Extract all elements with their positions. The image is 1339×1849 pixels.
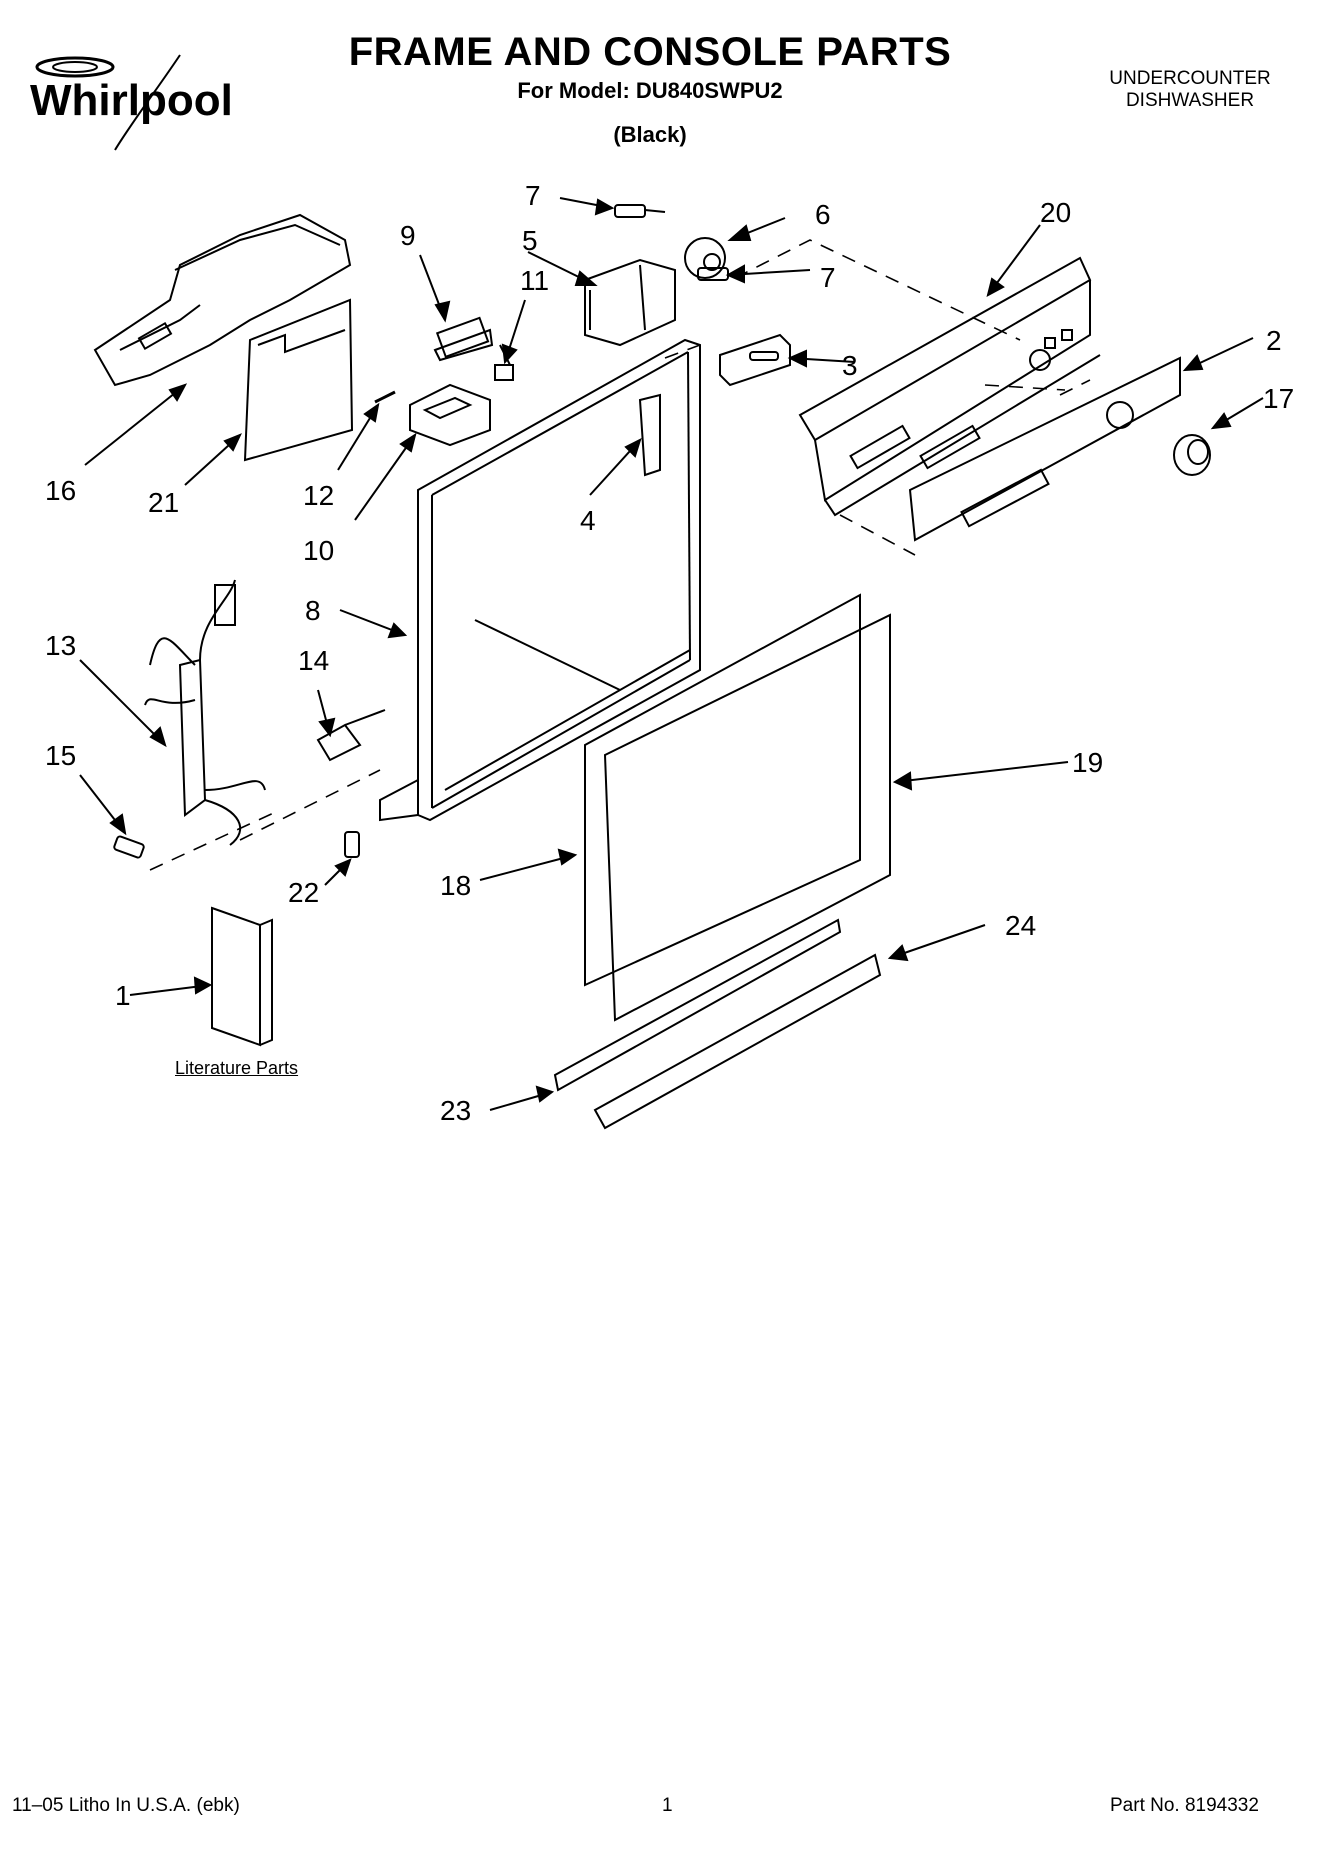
part-17-knob	[1173, 434, 1211, 476]
part-16-console-housing	[93, 213, 352, 387]
callout-22: 22	[288, 877, 319, 908]
callout-labels: 1 2 3 4 5 6 7 7 8 9 10 11 12 13 14 15 16…	[45, 180, 1294, 1126]
callout-18: 18	[440, 870, 471, 901]
part-5-control-module	[584, 258, 676, 347]
callout-24: 24	[1005, 910, 1036, 941]
appliance-line-1: UNDERCOUNTER	[1109, 68, 1271, 89]
part-21-panel	[243, 298, 354, 462]
part-9-switch	[433, 316, 494, 362]
callout-3: 3	[842, 350, 858, 381]
part-13-wire-harness	[144, 579, 266, 846]
callout-5: 5	[522, 225, 538, 256]
callout-4: 4	[580, 505, 596, 536]
part-14-connector	[316, 709, 386, 762]
callout-13: 13	[45, 630, 76, 661]
callout-23: 23	[440, 1095, 471, 1126]
part-8-door-frame	[379, 338, 701, 822]
callout-14: 14	[298, 645, 329, 676]
part-1-literature	[211, 906, 273, 1047]
part-23-trim	[553, 918, 842, 1092]
callout-7-top: 7	[525, 180, 541, 211]
footer-part-number: Part No. 8194332	[1110, 1795, 1259, 1816]
callout-11: 11	[520, 265, 549, 296]
variant-label: (Black)	[613, 122, 687, 147]
callout-17: 17	[1263, 383, 1294, 414]
callout-15: 15	[45, 740, 76, 771]
brand-logo-graphic: Whirlpool	[30, 54, 233, 151]
callout-12: 12	[303, 480, 334, 511]
model-line: For Model: DU840SWPU2	[517, 78, 783, 103]
page-title: FRAME AND CONSOLE PARTS	[348, 30, 952, 74]
callout-2: 2	[1266, 325, 1282, 356]
footer-litho: 11–05 Litho In U.S.A. (ebk)	[12, 1795, 240, 1816]
part-6-dial	[684, 237, 726, 279]
assembly-lines	[149, 239, 1091, 871]
part-18-door-panel	[584, 593, 861, 987]
part-12-pin	[374, 390, 396, 404]
callout-16: 16	[45, 475, 76, 506]
callout-10: 10	[303, 535, 334, 566]
callout-6: 6	[815, 199, 831, 230]
callout-8: 8	[305, 595, 321, 626]
part-10-bracket	[409, 383, 491, 447]
callout-9: 9	[400, 220, 416, 251]
appliance-type: UNDERCOUNTER DISHWASHER	[1080, 68, 1300, 112]
part-24-trim	[593, 953, 882, 1130]
footer-page-number: 1	[662, 1795, 673, 1816]
callout-19: 19	[1072, 747, 1103, 778]
literature-parts-label: Literature Parts	[175, 1058, 299, 1078]
part-2-overlay	[908, 356, 1181, 542]
brand-logo-text: Whirlpool	[30, 76, 233, 125]
part-3-bracket	[719, 333, 791, 387]
brand-logo: Whirlpool	[20, 45, 260, 155]
callout-20: 20	[1040, 197, 1071, 228]
part-20-control-panel	[798, 256, 1101, 517]
part-15-screw	[113, 835, 145, 859]
callout-arrows	[79, 197, 1264, 1111]
callout-1: 1	[115, 980, 131, 1011]
part-19-door-panel	[603, 613, 891, 1022]
part-7-screw-top	[614, 204, 666, 218]
callout-21: 21	[148, 487, 179, 518]
part-22-clip	[344, 831, 360, 858]
callout-7-right: 7	[820, 262, 836, 293]
appliance-line-2: DISHWASHER	[1125, 90, 1255, 111]
